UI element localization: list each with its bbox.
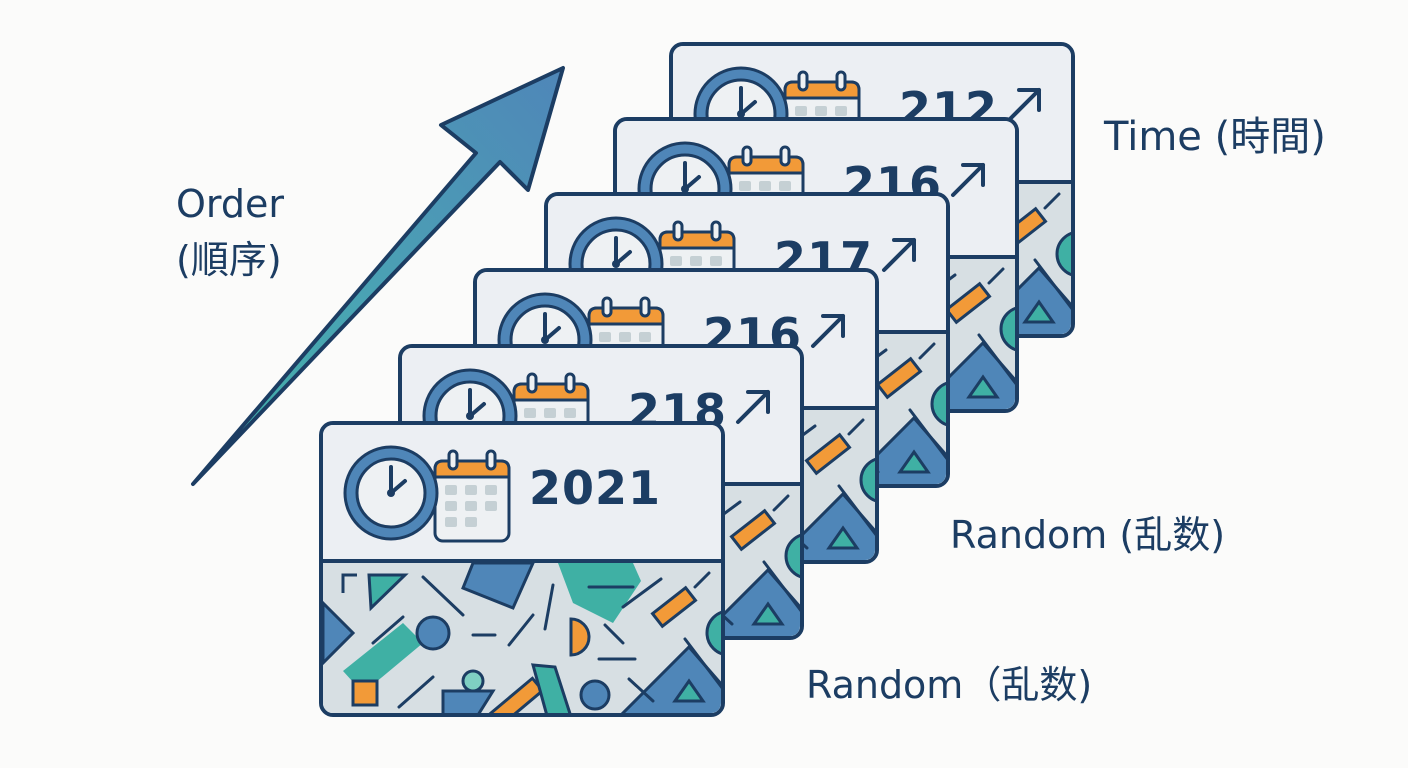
arrow-up-right-icon xyxy=(811,314,845,348)
random-label-lower: Random（乱数) xyxy=(806,663,1093,707)
order-label: Order (順序) xyxy=(176,176,284,288)
arrow-up-right-icon xyxy=(736,390,770,424)
order-label-ja: (順序) xyxy=(176,238,282,282)
card-header: 217 xyxy=(548,196,946,334)
card-header: 2021 xyxy=(323,425,721,563)
arrow-up-right-icon xyxy=(951,163,985,197)
arrow-up-right-icon xyxy=(1007,88,1041,122)
front-card: 2021 xyxy=(319,421,725,717)
random-label-upper: Random (乱数) xyxy=(950,513,1226,557)
order-label-en: Order xyxy=(176,182,284,226)
clock-calendar-icons xyxy=(337,439,527,553)
clock-icon xyxy=(343,445,439,541)
calendar-icon xyxy=(433,449,511,543)
time-label: Time (時間) xyxy=(1104,114,1326,160)
random-pattern xyxy=(323,561,721,713)
arrow-up-right-icon xyxy=(191,66,565,486)
arrow-up-right-icon xyxy=(882,238,916,272)
card-value: 2021 xyxy=(529,461,662,515)
